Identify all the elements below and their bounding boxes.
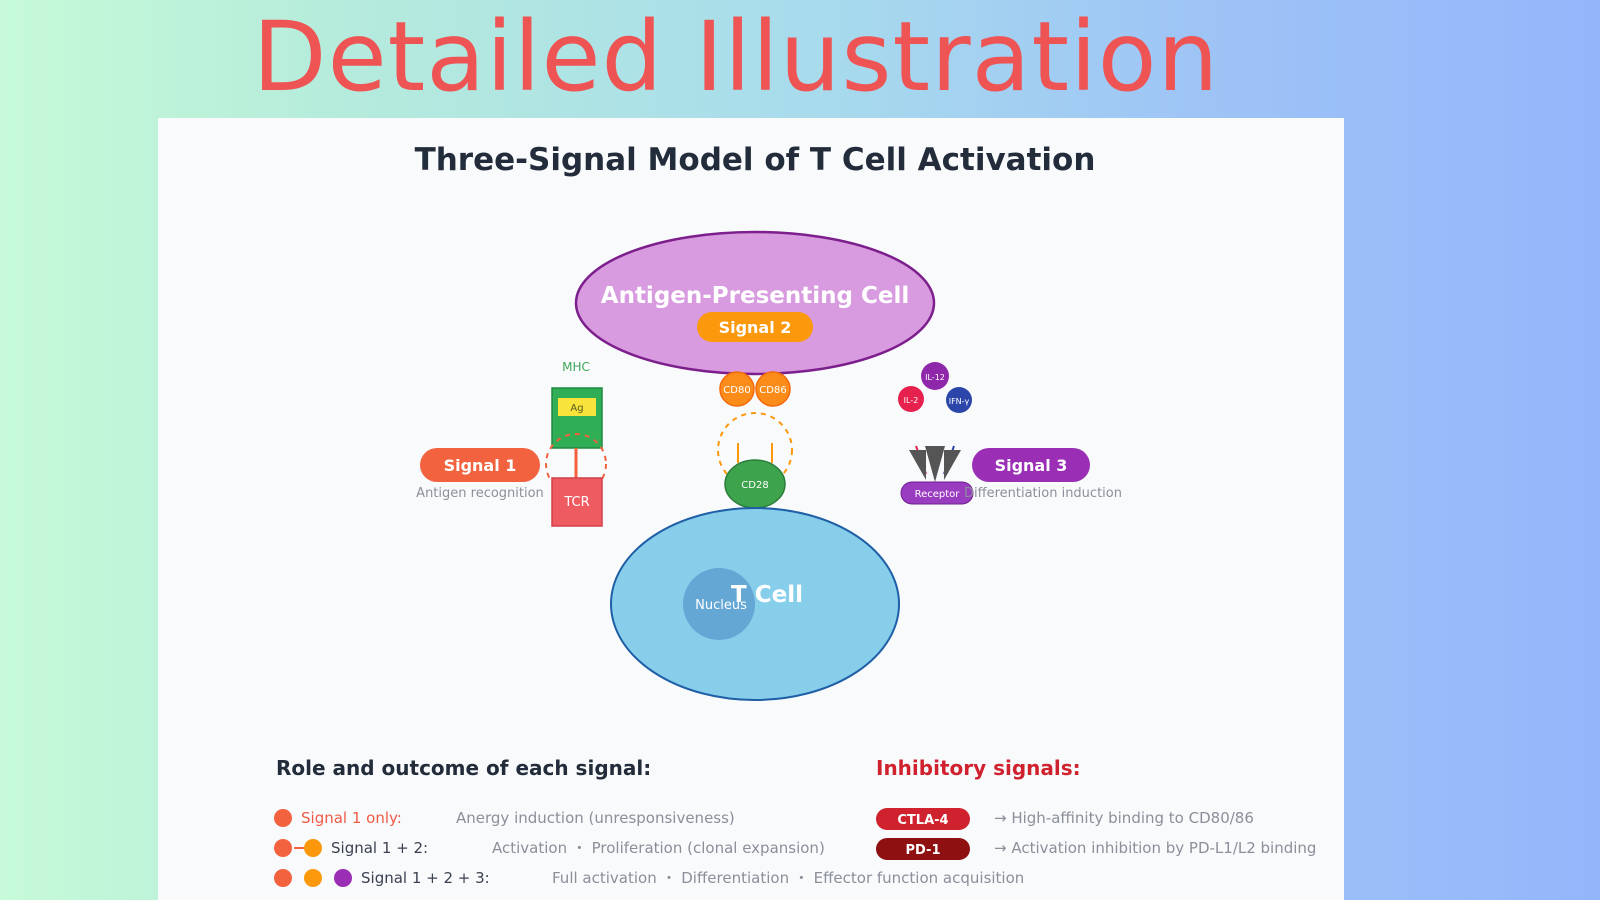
outcome-1-label: Signal 1 only: xyxy=(301,809,402,827)
ctla4-badge xyxy=(876,808,970,830)
outcome-1-desc: Anergy induction (unresponsiveness) xyxy=(456,809,735,827)
diagram-title: Three-Signal Model of T Cell Activation xyxy=(415,142,1096,178)
diagram-panel: Three-Signal Model of T Cell Activation … xyxy=(158,118,1344,900)
outcome-3-label: Signal 1 + 2 + 3: xyxy=(361,869,490,887)
apc-cell xyxy=(574,230,936,376)
t-cell-label: T Cell xyxy=(731,582,803,608)
cytokine-ifng xyxy=(946,387,972,413)
pd1-badge xyxy=(876,838,970,860)
outcome-2-desc: Activation ・ Proliferation (clonal expan… xyxy=(492,839,825,857)
cytokine-il12 xyxy=(921,362,949,390)
nucleus xyxy=(683,568,755,640)
tcr-label: TCR xyxy=(563,495,589,510)
outcome-3-desc: Full activation ・ Differentiation ・ Effe… xyxy=(552,869,1024,887)
cytokine-receptor xyxy=(900,481,974,505)
nucleus-label: Nucleus xyxy=(695,598,747,613)
antigen-label: Ag xyxy=(570,403,583,414)
cd86-molecule xyxy=(755,371,791,407)
signal-3-caption: Differentiation induction xyxy=(964,486,1122,501)
pd1-badge-label: PD-1 xyxy=(905,843,940,858)
mhc-label: MHC xyxy=(562,360,590,374)
arrowhead-center xyxy=(925,446,945,482)
apc-label: Antigen-Presenting Cell xyxy=(601,283,909,309)
arrowhead-left xyxy=(909,450,926,480)
signal-1-caption: Antigen recognition xyxy=(416,486,544,501)
outcome-3-dot-signal2 xyxy=(304,869,322,887)
signal-1-pill xyxy=(420,448,540,482)
banner-title: Detailed Illustration xyxy=(252,1,1220,113)
signal-3-pill xyxy=(972,448,1090,482)
ctla4-badge-label: CTLA-4 xyxy=(897,813,948,828)
costim-binding-zone xyxy=(717,412,793,488)
diagram-canvas: Three-Signal Model of T Cell Activation … xyxy=(274,142,1316,887)
outcome-2-dot-signal2 xyxy=(304,839,322,857)
cytokine-ifng-label: IFN-γ xyxy=(949,397,970,406)
cytokine-il2-label: IL-2 xyxy=(904,396,919,405)
cd80-molecule xyxy=(719,371,755,407)
signal-2-pill xyxy=(697,312,813,342)
outcome-3-dot-signal3 xyxy=(334,869,352,887)
signal-2-label: Signal 2 xyxy=(719,318,792,337)
antigen-peptide xyxy=(558,398,596,416)
outcome-2-dot-signal1 xyxy=(274,839,292,857)
pd1-desc: → Activation inhibition by PD-L1/L2 bind… xyxy=(994,839,1316,857)
mhc-tcr-binding-zone xyxy=(545,433,607,495)
inhibitory-heading: Inhibitory signals: xyxy=(876,756,1081,780)
cd80-label: CD80 xyxy=(723,385,750,396)
ctla4-desc: → High-affinity binding to CD80/86 xyxy=(994,809,1254,827)
cd28-label: CD28 xyxy=(741,480,768,491)
cytokine-il2 xyxy=(898,386,924,412)
receptor-label: Receptor xyxy=(915,489,961,500)
signal-3-label: Signal 3 xyxy=(995,456,1068,475)
outcome-2-label: Signal 1 + 2: xyxy=(331,839,428,857)
signal-1-label: Signal 1 xyxy=(444,456,517,475)
outcomes-heading: Role and outcome of each signal: xyxy=(276,756,651,780)
outcome-3-dot-signal1 xyxy=(274,869,292,887)
outcome-1-dot-signal1 xyxy=(274,809,292,827)
cytokine-il12-label: IL-12 xyxy=(925,373,945,382)
tcr-receptor xyxy=(551,477,603,527)
cd86-label: CD86 xyxy=(759,385,786,396)
arrowhead-right xyxy=(944,450,961,480)
